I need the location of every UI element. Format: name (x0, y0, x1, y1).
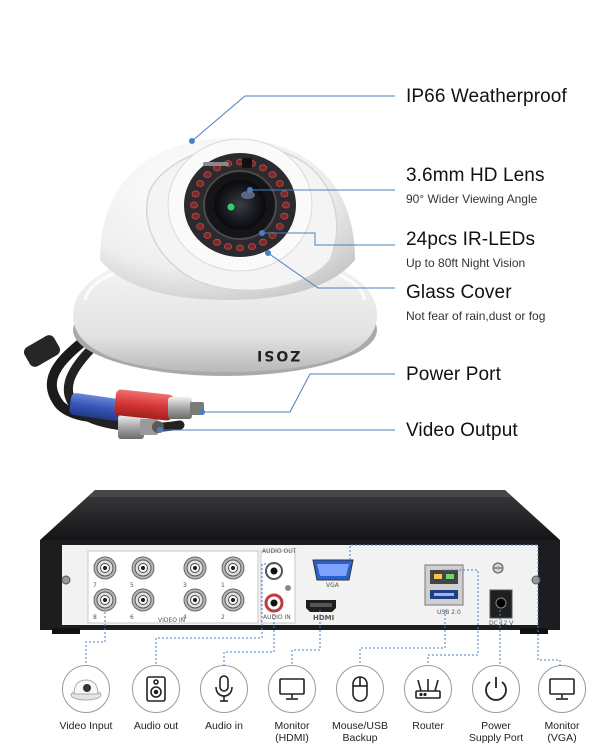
ir-led (224, 243, 233, 250)
port-audio-out: Audio out (122, 665, 190, 733)
feature-weatherproof: IP66 Weatherproof (406, 86, 567, 108)
port-router: Router (394, 665, 462, 733)
ir-led (212, 238, 221, 246)
power-icon (472, 665, 520, 713)
ir-led (280, 212, 289, 220)
monitor-icon (268, 665, 316, 713)
feature-ir-leds: 24pcs IR-LEDs Up to 80ft Night Vision (406, 229, 535, 270)
label-usb: USB 2.0 (437, 609, 461, 616)
dvr-recorder (40, 490, 560, 634)
bnc-connector (221, 588, 245, 612)
bnc-connector (131, 556, 155, 580)
channel-number: 6 (130, 614, 134, 621)
ir-led (189, 201, 198, 209)
speaker-icon (132, 665, 180, 713)
camera-brand-logo: ZOSI (255, 347, 301, 363)
ir-led (203, 231, 212, 239)
feature-title: Glass Cover (406, 282, 512, 303)
mouse-icon (336, 665, 384, 713)
feature-title: 3.6mm HD Lens (406, 165, 545, 186)
ir-led (235, 244, 244, 252)
feature-subtitle: 90° Wider Viewing Angle (406, 192, 538, 206)
channel-number: 4 (183, 614, 187, 621)
ir-led (280, 190, 289, 198)
ir-led (275, 223, 284, 230)
label-dc: DC 12 V (489, 620, 514, 627)
feature-video-output: Video Output (406, 420, 518, 442)
ir-led (203, 171, 212, 179)
bnc-connector (183, 556, 207, 580)
port-label: Router (412, 720, 444, 732)
ir-led (281, 201, 290, 209)
ir-led (235, 158, 244, 166)
label-video-in: VIDEO IN (158, 617, 186, 624)
callout-lines (157, 95, 395, 433)
bnc-connector (221, 556, 245, 580)
monitor-icon (538, 665, 586, 713)
feature-title: IP66 Weatherproof (406, 86, 567, 107)
port-audio-in: Audio in (190, 665, 258, 733)
ir-led (275, 180, 284, 187)
channel-number: 7 (93, 582, 97, 589)
feature-lens: 3.6mm HD Lens 90° Wider Viewing Angle (406, 165, 545, 206)
feature-glass-cover: Glass Cover Not fear of rain,dust or fog (406, 282, 545, 323)
ir-led (191, 190, 200, 198)
ir-led (247, 160, 256, 167)
ir-led (258, 164, 267, 172)
feature-title: 24pcs IR-LEDs (406, 229, 536, 250)
label-vga: VGA (326, 582, 339, 589)
port-label: Audio out (133, 720, 179, 732)
bnc-connector (183, 588, 207, 612)
port-label: Monitor(HDMI) (274, 720, 310, 744)
camera-icon (62, 665, 110, 713)
bnc-connector (93, 588, 117, 612)
feature-power-port: Power Port (406, 364, 501, 386)
bnc-connector (93, 556, 117, 580)
label-audio-in: AUDIO IN (263, 614, 291, 621)
router-icon (404, 665, 452, 713)
channel-number: 2 (221, 614, 225, 621)
port-monitor-vga: Monitor(VGA) (528, 665, 596, 745)
port-video-input: Video Input (52, 665, 120, 733)
channel-number: 5 (130, 582, 134, 589)
ir-led (268, 171, 277, 179)
ir-led (191, 212, 200, 220)
microphone-icon (200, 665, 248, 713)
ir-led (196, 180, 205, 187)
bnc-connector (131, 588, 155, 612)
port-label: Monitor(VGA) (544, 720, 580, 744)
port-label: Video Input (59, 720, 113, 732)
feature-subtitle: Not fear of rain,dust or fog (406, 309, 546, 323)
feature-subtitle: Up to 80ft Night Vision (406, 256, 526, 270)
ir-led (196, 223, 205, 230)
port-connector-lines (85, 544, 561, 666)
ir-led (268, 231, 277, 239)
feature-title: Video Output (406, 420, 518, 441)
ir-led (258, 238, 267, 246)
channel-number: 3 (183, 582, 187, 589)
label-audio-out: AUDIO OUT (262, 548, 297, 555)
ir-led (247, 243, 256, 250)
ir-led (212, 164, 221, 172)
label-hdmi: HDMI (313, 614, 335, 622)
port-monitor-hdmi: Monitor(HDMI) (258, 665, 326, 745)
port-label: Audio in (205, 720, 243, 732)
ir-led (224, 160, 233, 167)
feature-title: Power Port (406, 364, 501, 385)
channel-number: 1 (221, 582, 225, 589)
channel-number: 8 (93, 614, 97, 621)
